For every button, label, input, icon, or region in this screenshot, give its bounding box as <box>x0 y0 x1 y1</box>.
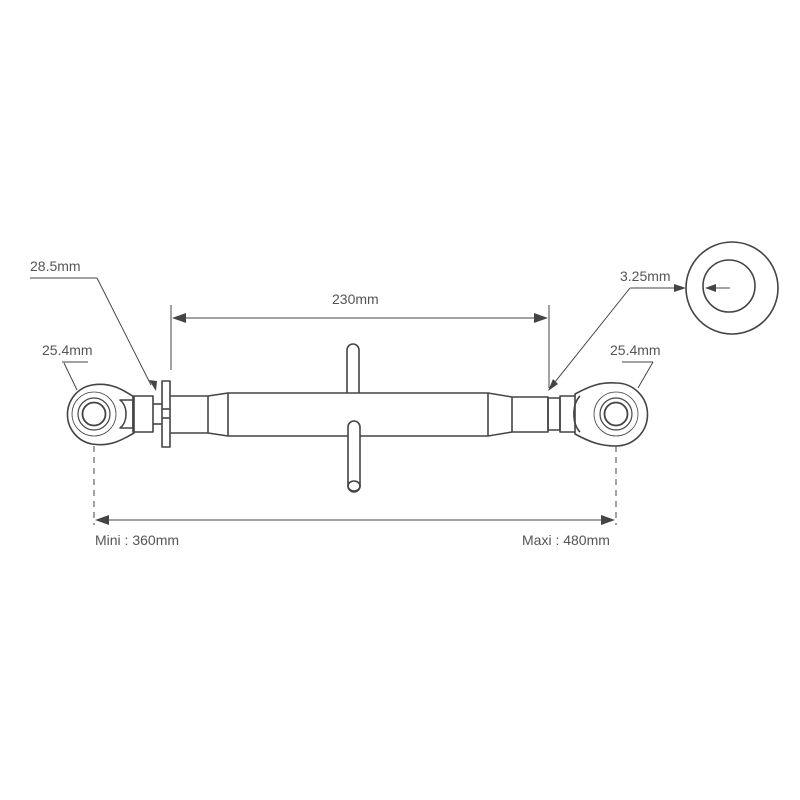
handle-bar <box>346 343 361 493</box>
right-ball-end <box>547 382 649 447</box>
left-ball-end <box>66 383 154 446</box>
left-ball-diameter-label: 25.4mm <box>42 342 93 358</box>
min-length-label: Mini : 360mm <box>95 532 180 548</box>
washer-detail <box>685 241 779 335</box>
left-flange <box>161 380 171 448</box>
body-length-label: 230mm <box>332 291 379 307</box>
right-ball-diameter-label: 25.4mm <box>610 342 661 358</box>
thread-diameter-label: 3.25mm <box>620 268 671 284</box>
max-length-label: Maxi : 480mm <box>522 532 610 548</box>
flange-diameter-label: 28.5mm <box>30 258 81 274</box>
